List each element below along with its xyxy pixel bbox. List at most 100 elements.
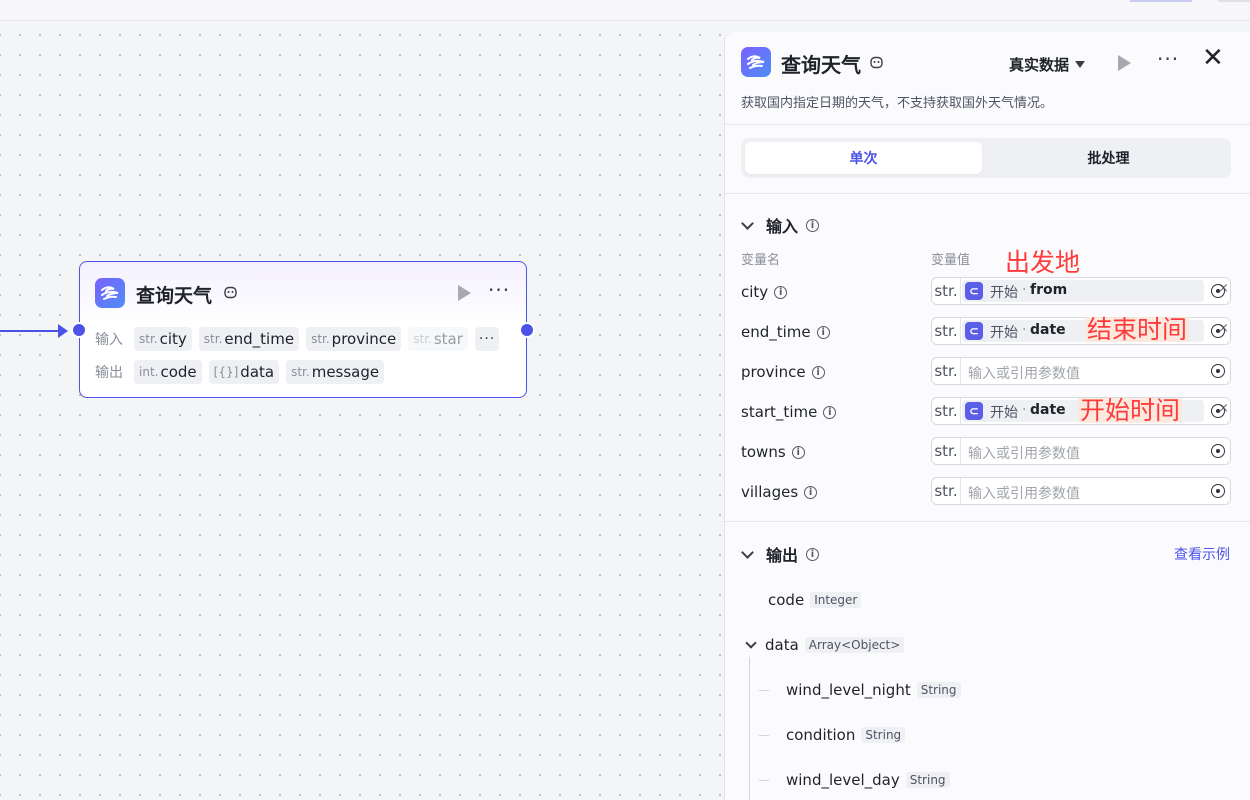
type-label: str. [932, 438, 961, 464]
column-header-value: 变量值 [931, 253, 971, 268]
caret-down-icon [1075, 61, 1086, 68]
toolbar-button-edge[interactable] [1218, 0, 1250, 2]
more-icon[interactable]: ··· [488, 278, 511, 302]
node-title: 查询天气 [136, 285, 213, 307]
reference-node: 开始 [990, 285, 1018, 301]
start-node-icon: ⊂ [965, 402, 983, 420]
output-name: condition [786, 726, 856, 744]
output-section-header[interactable]: 输出 i [741, 542, 820, 566]
plugin-logo-icon [95, 278, 125, 308]
panel-header: 查询天气 真实数据 ··· ✕ 获取国内指定日期的天气，不支持获取国外天气情况。 [725, 32, 1250, 125]
tab-single[interactable]: 单次 [745, 142, 982, 174]
output-name: data [765, 636, 799, 654]
node-input-tag: str.star [408, 327, 468, 351]
reference-picker-icon[interactable] [1211, 404, 1225, 418]
node-input-row: 输入 str.city str.end_time str.province st… [95, 327, 500, 351]
info-icon[interactable]: i [791, 445, 805, 459]
more-icon[interactable]: ··· [1157, 47, 1180, 71]
output-port[interactable] [519, 322, 535, 338]
reference-variable: date [1030, 322, 1066, 338]
divider [725, 521, 1250, 522]
data-mode-dropdown[interactable]: 真实数据 [1009, 54, 1086, 75]
variable-value-field[interactable]: str. ⊂ 开始 · from × [931, 277, 1231, 305]
run-node-icon[interactable] [458, 285, 471, 301]
chevron-down-icon[interactable] [745, 637, 757, 649]
reference-picker-icon[interactable] [1211, 284, 1225, 298]
run-icon[interactable] [1118, 55, 1131, 71]
tree-branch [759, 780, 769, 781]
variable-value-field[interactable]: str. 输入或引用参数值 [931, 437, 1231, 465]
reference-node: 开始 [990, 405, 1018, 421]
info-icon[interactable]: i [806, 218, 820, 232]
reference-picker-icon[interactable] [1211, 484, 1225, 498]
variable-value-field[interactable]: str. 输入或引用参数值 [931, 477, 1231, 505]
output-name: wind_level_night [786, 681, 911, 699]
column-header-name: 变量名 [741, 253, 781, 268]
info-icon[interactable]: i [806, 547, 820, 561]
input-port[interactable] [71, 322, 87, 338]
reference-chip[interactable]: ⊂ 开始 · from × [962, 280, 1229, 302]
start-node-icon: ⊂ [965, 282, 983, 300]
type-label: str. [932, 318, 961, 344]
plugin-logo-icon [741, 47, 771, 77]
plugin-ghost-icon [870, 56, 883, 69]
start-node-icon: ⊂ [965, 322, 983, 340]
tree-branch [759, 690, 769, 691]
see-example-link[interactable]: 查看示例 [1174, 547, 1230, 563]
info-icon[interactable]: i [816, 325, 830, 339]
info-icon[interactable]: i [774, 285, 788, 299]
variable-value-field[interactable]: str. ⊂ 开始 · date × [931, 317, 1231, 345]
info-icon[interactable]: i [823, 405, 837, 419]
output-name: wind_level_day [786, 771, 900, 789]
annotation-city: 出发地 [1005, 248, 1081, 277]
output-section-title: 输出 [766, 546, 799, 565]
close-icon[interactable]: ✕ [1202, 43, 1224, 73]
annotation-start-time: 开始时间 [1078, 396, 1183, 425]
variable-value-field[interactable]: str. 输入或引用参数值 [931, 357, 1231, 385]
type-label: str. [932, 398, 961, 424]
chevron-down-icon [741, 216, 754, 230]
input-row-label: 输入 [95, 332, 123, 348]
value-placeholder: 输入或引用参数值 [968, 366, 1080, 382]
type-label: str. [932, 358, 961, 384]
node-input-tag: str.end_time [198, 327, 300, 351]
type-label: str. [932, 478, 961, 504]
info-icon[interactable]: i [811, 365, 825, 379]
output-type-badge: String [861, 727, 906, 743]
output-type-badge: Integer [810, 592, 862, 608]
toolbar-button-edge[interactable] [1130, 0, 1192, 2]
node-settings-panel: 查询天气 真实数据 ··· ✕ 获取国内指定日期的天气，不支持获取国外天气情况。… [724, 32, 1250, 800]
tree-branch [759, 735, 769, 736]
connection-edge [0, 330, 66, 332]
info-icon[interactable]: i [804, 485, 818, 499]
output-row-label: 输出 [95, 365, 123, 381]
panel-description: 获取国内指定日期的天气，不支持获取国外天气情况。 [741, 96, 1054, 111]
reference-picker-icon[interactable] [1211, 444, 1225, 458]
reference-picker-icon[interactable] [1211, 364, 1225, 378]
reference-picker-icon[interactable] [1211, 324, 1225, 338]
value-placeholder: 输入或引用参数值 [968, 486, 1080, 502]
reference-node: 开始 [990, 325, 1018, 341]
type-label: str. [932, 278, 961, 304]
reference-variable: date [1030, 402, 1066, 418]
output-name: code [768, 591, 805, 609]
node-input-tag: str.province [306, 327, 402, 351]
tab-batch[interactable]: 批处理 [1087, 151, 1130, 167]
node-input-tag: str.city [134, 327, 192, 351]
input-section-title: 输入 [766, 217, 799, 236]
more-inputs-button[interactable]: ··· [474, 327, 500, 351]
node-output-row: 输出 int.code [{}]data str.message [95, 360, 385, 384]
divider [725, 193, 1250, 194]
weather-plugin-node[interactable]: 查询天气 ··· 输入 str.city str.end_time str.pr… [71, 261, 535, 398]
value-placeholder: 输入或引用参数值 [968, 446, 1080, 462]
output-item-data[interactable]: data Array<Object> [745, 636, 905, 654]
input-section-header[interactable]: 输入 i [741, 213, 820, 237]
chevron-down-icon [741, 545, 754, 559]
